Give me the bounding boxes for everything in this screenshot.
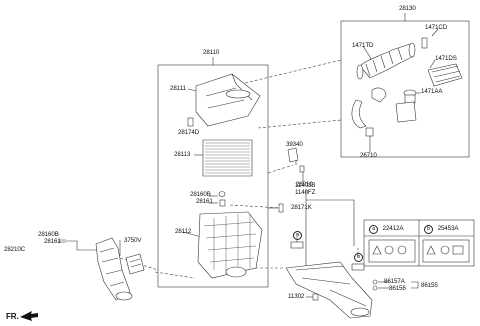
duct-assembly-28210C: [95, 237, 133, 301]
label-86157A: 86157A: [384, 278, 405, 285]
legend-b: b 25453A: [424, 225, 458, 234]
legend-a-icons: [368, 239, 416, 263]
front-label: FR.: [6, 312, 19, 321]
label-28111: 28111: [170, 85, 186, 92]
filter-element-28113: [202, 139, 253, 177]
clamp-1471AA: [403, 89, 417, 104]
clamp-1471CD: [421, 37, 428, 49]
label-28110: 28110: [203, 49, 220, 56]
label-1471AA: 1471AA: [421, 88, 443, 95]
label-39340: 39340: [286, 141, 303, 148]
label-86156: 86156: [389, 285, 406, 292]
air-cleaner-cover-28111: [195, 73, 261, 127]
label-28112: 28112: [175, 228, 192, 235]
label-1471DS: 1471DS: [435, 55, 457, 62]
label-28161-top: 28161: [196, 198, 213, 205]
label-1471CD: 1471CD: [425, 24, 448, 31]
fastener-11302: [312, 293, 319, 301]
bracket-39340: [287, 147, 299, 163]
label-28160B-top: 28160B: [190, 191, 211, 198]
legend-b-letter: b: [424, 225, 433, 234]
label-28171K: 28171K: [291, 204, 312, 211]
label-28174D: 28174D: [178, 129, 200, 136]
callout-a: a: [293, 231, 302, 240]
label-28210C: 28210C: [4, 246, 26, 253]
air-cleaner-body-28112: [197, 211, 263, 279]
air-duct-28210: [285, 261, 373, 319]
bolt-11403B: [299, 165, 305, 173]
label-11302: 11302: [288, 293, 305, 300]
label-28210: 28210: [296, 181, 313, 188]
label-a-tag: [290, 241, 304, 249]
legend-b-icons: [422, 239, 470, 263]
bolt-28171K: [278, 203, 284, 213]
label-3750V: 3750V: [124, 237, 142, 244]
label-28130: 28130: [399, 5, 416, 12]
label-28160B-left: 28160B: [38, 231, 59, 238]
grommet-28160B: [218, 191, 226, 207]
duct-parts: [351, 87, 417, 137]
legend-a-letter: a: [369, 225, 378, 234]
clip-28174D: [187, 117, 194, 127]
sensor-3750V: [125, 253, 145, 275]
label-86155: 86155: [421, 282, 438, 289]
label-28113: 28113: [174, 151, 191, 158]
label-1140FZ: 1140FZ: [295, 189, 316, 196]
legend-a-part: 22412A: [382, 225, 404, 232]
label-26710: 26710: [360, 152, 377, 159]
callout-b: b: [354, 253, 363, 262]
fastener-86157A: [372, 279, 378, 291]
label-b-tag: [351, 263, 365, 271]
legend-a: a 22412A: [369, 225, 403, 234]
resonator-1471DS: [427, 63, 463, 87]
legend-b-part: 25453A: [437, 225, 459, 232]
label-11403B: 11403B: [295, 182, 316, 189]
label-1471TD: 1471TD: [352, 42, 374, 49]
label-28161-left: 28161: [44, 238, 61, 245]
front-arrow-icon: [20, 311, 38, 321]
intake-hose-1471TD: [356, 42, 416, 80]
